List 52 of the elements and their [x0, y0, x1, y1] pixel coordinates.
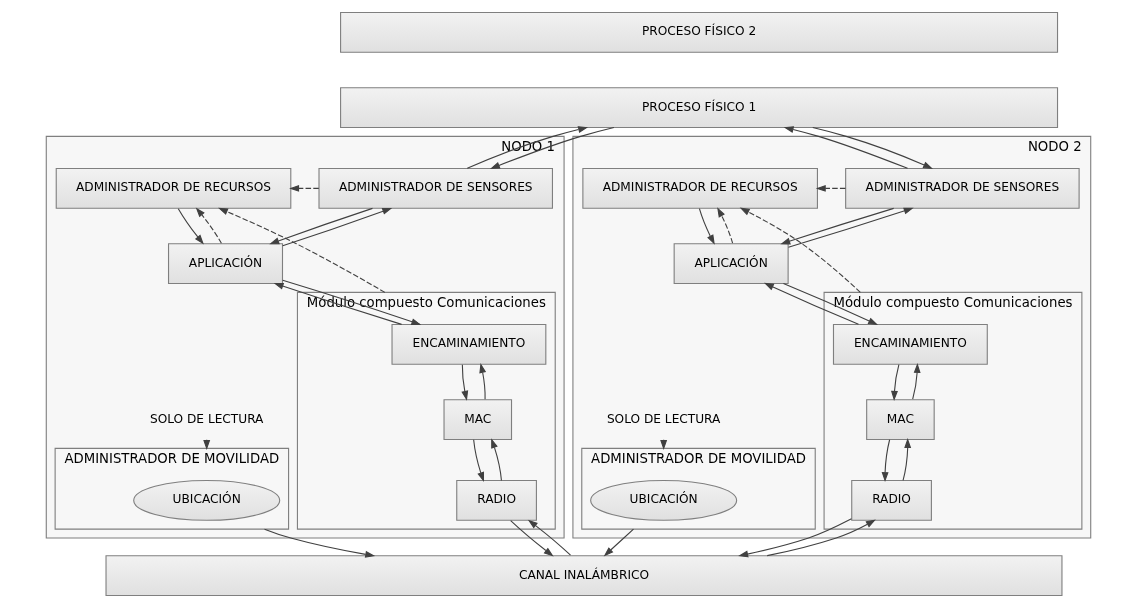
arrow: [783, 126, 909, 169]
node-box: ENCAMINAMIENTO: [391, 323, 547, 365]
arrow: [473, 439, 484, 483]
node-text: SOLO DE LECTURA: [149, 411, 264, 426]
arrow: [282, 207, 393, 247]
arrow: [881, 439, 891, 483]
node-box: APLICACIÓN: [167, 243, 284, 285]
node-box: RADIO: [456, 479, 537, 521]
arrow: [479, 363, 487, 400]
arrow: [177, 208, 204, 245]
arrow: [717, 207, 734, 244]
arrow: [812, 127, 934, 169]
node-box: RADIO: [851, 479, 932, 521]
arrow: [603, 528, 635, 557]
node-box: APLICACIÓN: [673, 243, 789, 285]
arrow: [510, 520, 554, 557]
node-box: MAC: [443, 399, 513, 441]
arrow: [787, 207, 914, 248]
arrow: [195, 207, 222, 244]
arrow: [218, 207, 386, 293]
node-box: ADMINISTRADOR DE SENSORES: [845, 167, 1080, 209]
arrow: [739, 207, 861, 293]
arrow: [912, 363, 921, 400]
node-box: ENCAMINAMIENTO: [832, 323, 988, 365]
arrow: [815, 184, 847, 192]
node-box: ADMINISTRADOR DE RECURSOS: [582, 167, 818, 209]
arrow: [461, 364, 469, 401]
node-box: CANAL INALÁMBRICO: [105, 555, 1063, 597]
node-box: PROCESO FÍSICO 2: [340, 11, 1059, 53]
arrow: [269, 207, 374, 245]
arrow: [782, 283, 879, 326]
arrow: [780, 207, 895, 245]
arrow: [282, 279, 422, 326]
arrow: [763, 282, 860, 325]
node-box: MAC: [866, 399, 935, 441]
arrow: [891, 364, 900, 401]
node-text: SOLO DE LECTURA: [606, 411, 721, 426]
arrow: [766, 519, 876, 557]
node-box: ADMINISTRADOR DE RECURSOS: [55, 167, 292, 209]
node-box: ADMINISTRADOR DE SENSORES: [318, 167, 553, 209]
node-box: PROCESO FÍSICO 1: [340, 87, 1059, 129]
arrow: [489, 127, 615, 169]
arrow: [902, 438, 912, 481]
arrow: [273, 282, 403, 325]
arrow: [738, 518, 853, 558]
node-ellipse: UBICACIÓN: [133, 479, 281, 521]
arrow: [466, 126, 589, 169]
arrow: [264, 528, 376, 558]
arrow: [698, 208, 715, 245]
arrow: [289, 184, 320, 192]
node-ellipse: UBICACIÓN: [590, 479, 738, 521]
arrow: [491, 438, 502, 481]
